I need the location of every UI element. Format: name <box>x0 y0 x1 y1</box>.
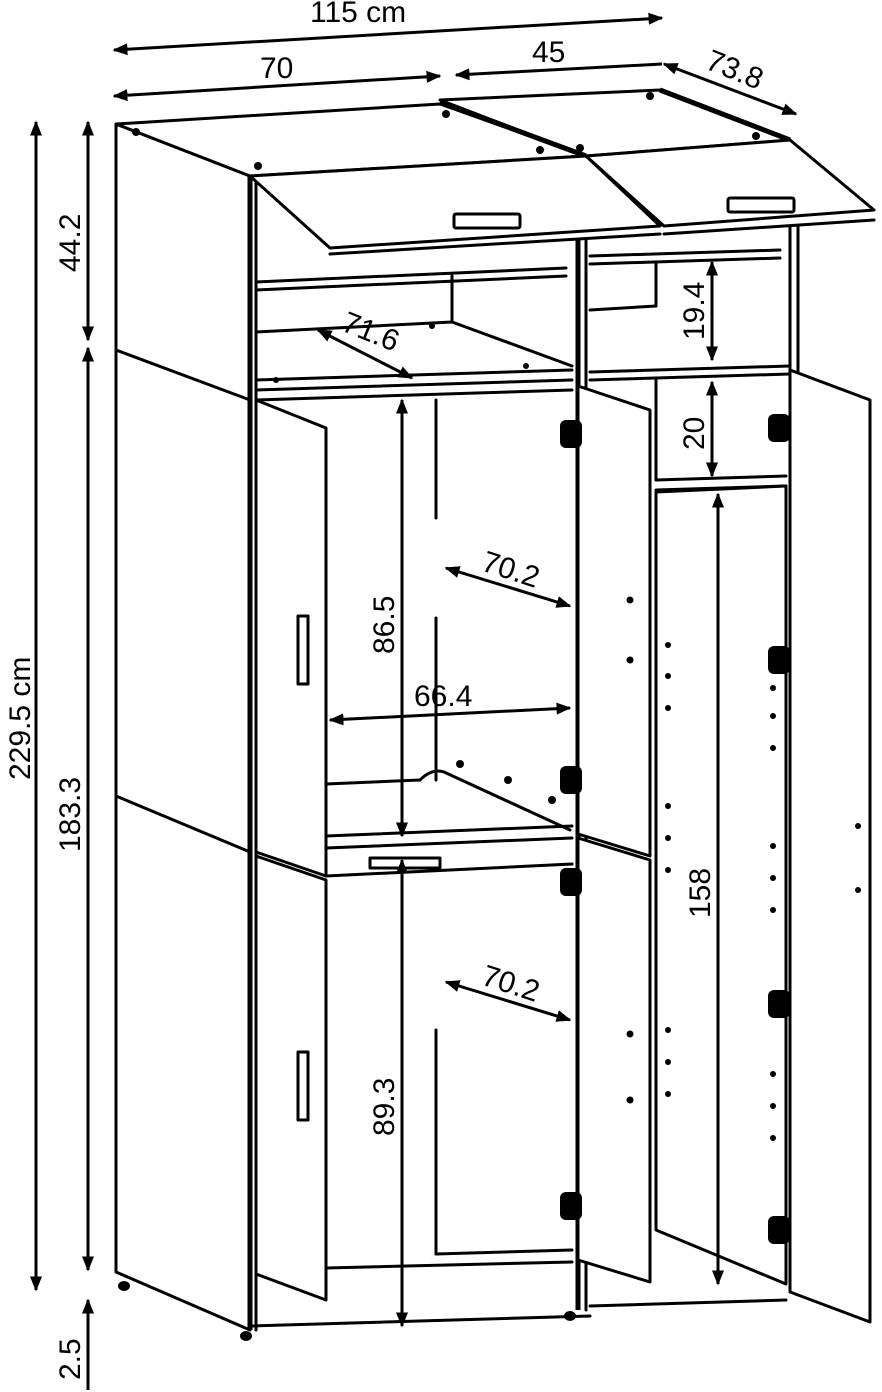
door-left-upper <box>254 398 328 878</box>
label-body-height: 183.3 <box>54 777 87 852</box>
label-top-inner-depth: 71.6 <box>337 306 404 358</box>
label-upper-depth: 70.2 <box>478 545 544 594</box>
foot-icon <box>240 1331 252 1341</box>
label-depth: 73.8 <box>701 44 768 96</box>
door-right-tall <box>788 368 872 1324</box>
dimension-lines <box>30 12 798 1390</box>
label-hanging-height: 158 <box>684 868 717 918</box>
foot-icon <box>118 1281 130 1291</box>
label-lower-height: 89.3 <box>368 1078 401 1136</box>
label-total-width: 115 cm <box>310 0 406 29</box>
door-handle-upper <box>296 614 310 686</box>
label-right-top-height: 19.4 <box>678 282 711 340</box>
label-total-height: 229.5 cm <box>4 657 37 780</box>
label-right-width: 45 <box>532 36 565 69</box>
door-middle-lower <box>576 836 652 1284</box>
label-top-height: 44.2 <box>54 214 87 272</box>
label-right-shelf-height: 20 <box>678 417 711 450</box>
label-inner-width: 66.4 <box>414 680 472 713</box>
label-upper-height: 86.5 <box>368 596 401 654</box>
foot-icon <box>564 1311 576 1321</box>
hinge-icons <box>560 414 790 1244</box>
door-middle-upper <box>576 384 652 858</box>
door-left-lower <box>254 854 328 1302</box>
lid-handle-left <box>452 212 522 230</box>
lid-handle-right <box>726 196 796 214</box>
label-lower-depth: 70.2 <box>478 959 544 1008</box>
door-handle-lower <box>296 1050 310 1122</box>
label-left-width: 70 <box>260 52 293 85</box>
shelf-pin-dots <box>273 323 861 1141</box>
label-plinth-height: 2.5 <box>54 1338 87 1380</box>
doors <box>118 323 872 1341</box>
